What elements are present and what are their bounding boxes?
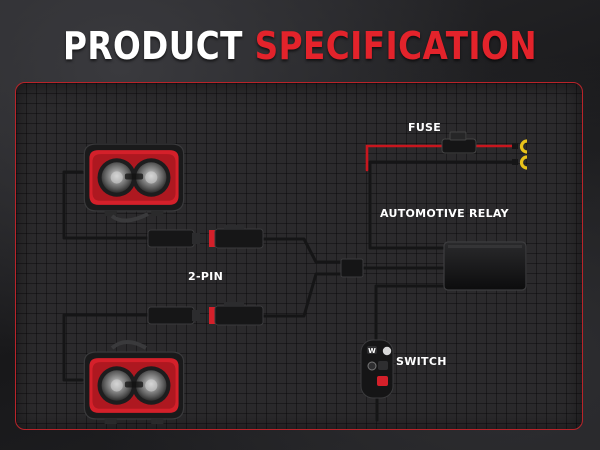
wire-positive-red: [365, 144, 446, 172]
light-pod-icon: [83, 351, 185, 424]
pod-bracket: [110, 212, 149, 223]
wire-relay-to-switch: [374, 284, 446, 342]
label-automotive-relay: AUTOMOTIVE RELAY: [380, 207, 509, 220]
wire-harness: [62, 160, 516, 422]
switch-icon: W: [360, 339, 394, 399]
ring-terminal-icon: [519, 139, 528, 170]
svg-text:W: W: [368, 347, 376, 355]
pod-bracket: [110, 340, 148, 350]
title-part-specification: SPECIFICATION: [254, 24, 537, 68]
wire-bottom-connector-to-junction: [260, 272, 344, 318]
wire-top-pod: [62, 170, 152, 240]
fuse-holder-icon: [441, 131, 477, 154]
title-part-product: PRODUCT: [62, 24, 243, 68]
wire-bottom-pod: [62, 313, 152, 382]
connector-plug-icon: [147, 302, 264, 326]
wire-top-connector-to-junction: [260, 237, 344, 264]
light-pod-icon: [83, 143, 185, 216]
wire-relay-ground: [368, 160, 516, 250]
page-title: PRODUCT SPECIFICATION: [42, 22, 558, 70]
label-switch: SWITCH: [396, 355, 447, 368]
label-fuse: FUSE: [408, 121, 442, 134]
relay-box-icon: [443, 241, 527, 291]
wire-junction: [340, 258, 364, 278]
label-2-pin: 2-PIN: [188, 270, 224, 283]
connector-plug-icon: [147, 225, 264, 249]
